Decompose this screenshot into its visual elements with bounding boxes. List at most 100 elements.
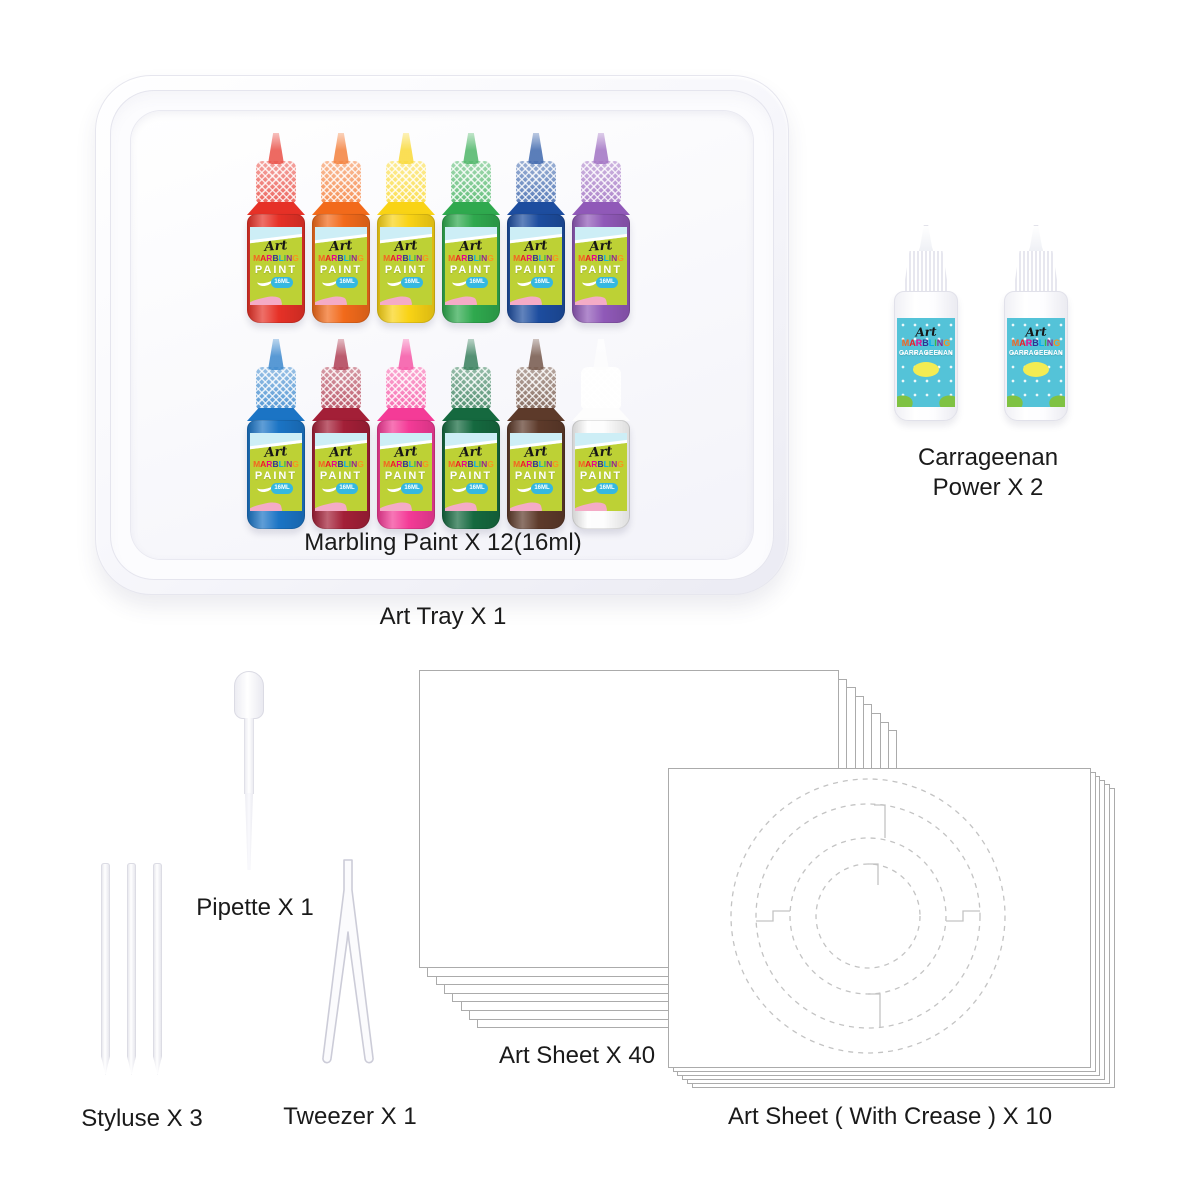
label-marbling-text: MARBLING <box>578 253 624 263</box>
paint-bottle-green: Art MARBLING PAINT 16ML <box>442 133 500 323</box>
label-paint-text: PAINT <box>384 264 428 276</box>
bottle-cap <box>321 367 361 409</box>
label-pink-swoosh <box>380 293 414 305</box>
label-size-badge: 16ML <box>401 277 423 288</box>
label-paint-text: PAINT <box>514 470 558 482</box>
bottle-shoulder <box>377 202 435 215</box>
bottle-shoulder <box>247 202 305 215</box>
paint-bottle-blue: Art MARBLING PAINT 16ML <box>507 133 565 323</box>
tweezer <box>322 859 374 1064</box>
label-yellow-blob <box>913 362 939 377</box>
label-marbling-text: MARBLING <box>383 459 429 469</box>
label-marbling-text: MARBLING <box>578 459 624 469</box>
bottle-label: Art MARBLING PAINT 16ML <box>250 227 302 305</box>
stylus-stick <box>153 863 162 1075</box>
label-size-badge: 16ML <box>336 483 358 494</box>
paint-bottle-row-2: Art MARBLING PAINT 16ML Art MARBLING PAI… <box>247 339 630 529</box>
bottle-body: Art MARBLING PAINT 16ML <box>507 214 565 323</box>
paint-bottle-red: Art MARBLING PAINT 16ML <box>247 133 305 323</box>
bottle-nozzle-tip <box>593 339 609 370</box>
stylus-stick <box>127 863 136 1075</box>
label-paint-text: PAINT <box>579 264 623 276</box>
marbling-paint-count-label: Marbling Paint X 12(16ml) <box>304 529 582 556</box>
stylus-stick <box>101 863 110 1075</box>
tweezer-outline <box>322 859 374 1064</box>
paint-bottle-white: Art MARBLING PAINT 16ML <box>572 339 630 529</box>
bottle-label: Art MARBLING PAINT 16ML <box>575 433 627 511</box>
bottle-label: Art MARBLING PAINT 16ML <box>380 227 432 305</box>
carrageenan-bottle: Art MARBLING CARRAGEENAN <box>893 225 959 423</box>
bottle-shoulder <box>507 408 565 421</box>
bottle-cap <box>516 367 556 409</box>
bottle-body: Art MARBLING PAINT 16ML <box>377 420 435 529</box>
bottle-body: Art MARBLING CARRAGEENAN <box>894 291 958 421</box>
bottle-shoulder <box>312 408 370 421</box>
label-marbling-text: MARBLING <box>448 459 494 469</box>
label-marbling-text: MARBLING <box>513 253 559 263</box>
label-size-badge: 16ML <box>271 483 293 494</box>
bottle-shoulder <box>312 202 370 215</box>
label-marbling-text: MARBLING <box>253 253 299 263</box>
label-paint-text: PAINT <box>449 470 493 482</box>
bottle-nozzle-tip <box>463 339 479 370</box>
bottle-ribbed-neck <box>903 251 949 293</box>
bottle-nozzle-tip <box>593 133 609 164</box>
label-pink-swoosh <box>315 499 349 511</box>
label-paint-text: PAINT <box>319 470 363 482</box>
bottle-cap <box>386 367 426 409</box>
label-size-badge: 16ML <box>531 483 553 494</box>
bottle-shoulder <box>442 408 500 421</box>
carrageenan-bottle: Art MARBLING CARRAGEENAN <box>1003 225 1069 423</box>
label-pink-swoosh <box>510 293 544 305</box>
bottle-body: Art MARBLING PAINT 16ML <box>312 420 370 529</box>
label-pink-swoosh <box>250 293 284 305</box>
label-size-badge: 16ML <box>466 277 488 288</box>
paint-bottle-brown: Art MARBLING PAINT 16ML <box>507 339 565 529</box>
bottle-body: Art MARBLING PAINT 16ML <box>377 214 435 323</box>
label-marbling-text: MARBLING <box>318 253 364 263</box>
bottle-label: Art MARBLING PAINT 16ML <box>510 227 562 305</box>
bottle-cap <box>256 367 296 409</box>
label-marbling-text: MARBLING <box>253 459 299 469</box>
label-pink-swoosh <box>250 499 284 511</box>
label-carrageenan-text: CARRAGEENAN <box>899 350 953 357</box>
bottle-cap <box>321 161 361 203</box>
creased-art-sheet-stack <box>668 768 1118 1090</box>
bottle-label: Art MARBLING PAINT 16ML <box>510 433 562 511</box>
label-size-badge: 16ML <box>596 483 618 494</box>
label-marbling-text: MARBLING <box>448 253 494 263</box>
bottle-body: Art MARBLING CARRAGEENAN <box>1004 291 1068 421</box>
label-size-badge: 16ML <box>531 277 553 288</box>
bottle-body: Art MARBLING PAINT 16ML <box>247 420 305 529</box>
bottle-body: Art MARBLING PAINT 16ML <box>507 420 565 529</box>
bottle-label: Art MARBLING PAINT 16ML <box>445 433 497 511</box>
label-pink-swoosh <box>445 293 479 305</box>
label-size-badge: 16ML <box>596 277 618 288</box>
label-paint-text: PAINT <box>254 470 298 482</box>
bottle-nozzle-tip <box>333 133 349 164</box>
art-sheet-count-label: Art Sheet X 40 <box>498 1042 656 1069</box>
stylus-group <box>101 863 162 1075</box>
paint-bottle-orange: Art MARBLING PAINT 16ML <box>312 133 370 323</box>
bottle-nozzle-tip <box>398 339 414 370</box>
bottle-shoulder <box>572 408 630 421</box>
bottle-cap <box>581 161 621 203</box>
bottle-nozzle-tip <box>528 133 544 164</box>
art-tray-count-label: Art Tray X 1 <box>379 603 507 630</box>
creased-art-sheet-front <box>668 768 1091 1068</box>
bottle-label: Art MARBLING PAINT 16ML <box>380 433 432 511</box>
label-marbling-text: MARBLING <box>513 459 559 469</box>
label-paint-text: PAINT <box>579 470 623 482</box>
bottle-body: Art MARBLING PAINT 16ML <box>572 420 630 529</box>
label-size-badge: 16ML <box>401 483 423 494</box>
bottle-cap <box>581 367 621 409</box>
label-marbling-text: MARBLING <box>901 338 951 348</box>
bottle-label: Art MARBLING CARRAGEENAN <box>897 318 955 407</box>
label-pink-swoosh <box>575 499 609 511</box>
label-paint-text: PAINT <box>384 470 428 482</box>
bottle-shoulder <box>442 202 500 215</box>
label-marbling-text: MARBLING <box>383 253 429 263</box>
label-marbling-text: MARBLING <box>1011 338 1061 348</box>
bottle-nozzle-tip <box>463 133 479 164</box>
